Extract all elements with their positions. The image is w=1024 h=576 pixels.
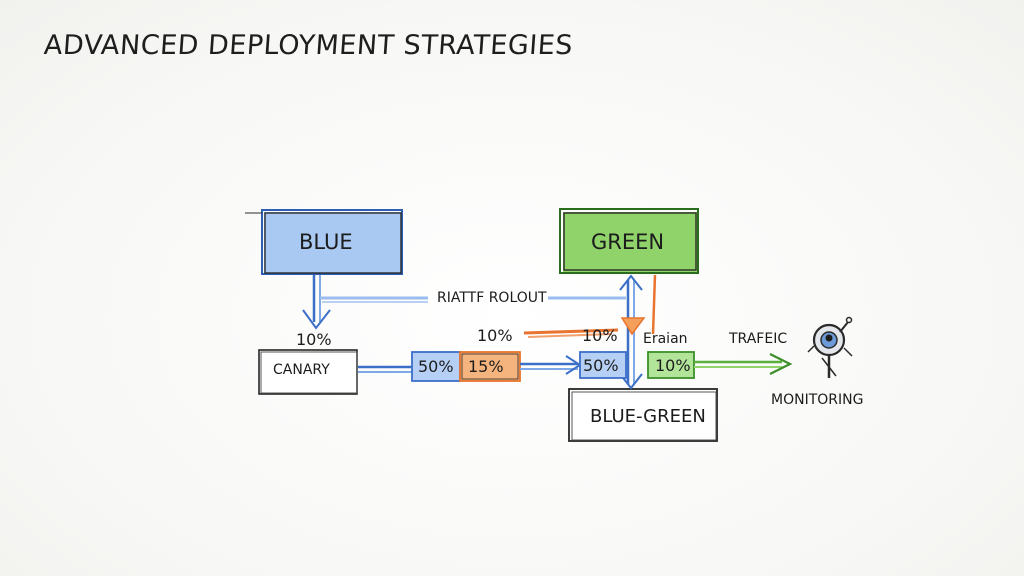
orange-vertical-arrow — [620, 274, 657, 336]
canary-box — [258, 349, 358, 395]
orange-arrow-percent: 10% — [582, 326, 618, 345]
rollout-line — [320, 296, 626, 303]
green-monitoring-arrow — [694, 353, 793, 375]
mid-traffic-arrow — [520, 355, 582, 375]
blue-box-label: BLUE — [299, 230, 353, 254]
box-15 — [459, 351, 521, 382]
green-box-label: GREEN — [591, 230, 665, 254]
box-50-left-label: 50% — [418, 357, 454, 376]
traffic-label: TRAFEIC — [729, 331, 788, 347]
blue-green-box — [568, 388, 718, 442]
blue-green-box-label: BLUE-GREEN — [590, 406, 706, 427]
magnifier-icon — [807, 316, 853, 378]
canary-traffic-arrow — [358, 365, 412, 373]
box-50-right-label: 50% — [583, 356, 619, 375]
box-10-green-label: 10% — [655, 356, 691, 375]
canary-box-label: CANARY — [273, 362, 330, 378]
box-15-label: 15% — [468, 357, 504, 376]
orange-horizontal-arrow — [523, 328, 619, 338]
green-box — [559, 208, 699, 274]
blue-box — [245, 209, 403, 275]
blue-to-canary-percent: 10% — [296, 330, 332, 349]
middle-top-percent: 10% — [477, 326, 513, 345]
box-50-right — [579, 351, 627, 379]
rollout-label: RIATTF ROLOUT — [437, 290, 547, 306]
monitoring-label: MONITORING — [771, 392, 864, 408]
eraian-label: Eraian — [643, 331, 688, 347]
box-10-green — [647, 351, 695, 379]
box-50-left — [411, 351, 461, 382]
